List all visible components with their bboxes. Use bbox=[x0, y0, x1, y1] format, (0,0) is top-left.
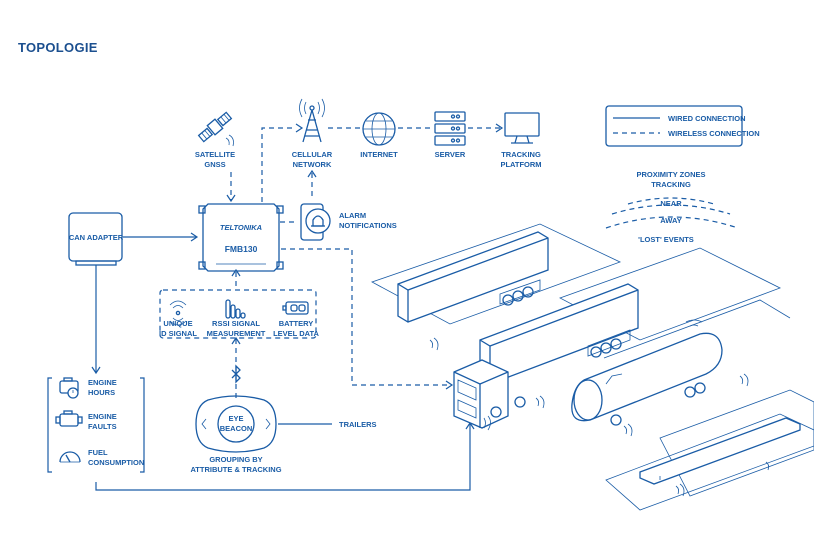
alarm-label-2: NOTIFICATIONS bbox=[339, 221, 397, 230]
engine-faults-icon bbox=[55, 410, 83, 427]
cellular-label-1: CELLULAR bbox=[292, 150, 333, 159]
trailers-label: TRAILERS bbox=[339, 420, 377, 429]
server-label: SERVER bbox=[435, 150, 466, 159]
legend-wireless-label: WIRELESS CONNECTION bbox=[668, 129, 760, 138]
eye-beacon bbox=[195, 395, 277, 453]
engine-faults-label-1: ENGINE bbox=[88, 412, 117, 421]
proximity-near: NEAR bbox=[660, 199, 682, 208]
engine-faults-label-2: FAULTS bbox=[88, 422, 117, 431]
unique-id-label-2: ID SIGNAL bbox=[159, 329, 197, 338]
unique-id-label-1: UNIQUE bbox=[163, 319, 192, 328]
proximity-zones: PROXIMITY ZONES TRACKING NEAR AWAY 'LOST… bbox=[605, 170, 739, 244]
internet-label: INTERNET bbox=[360, 150, 398, 159]
device-model: FMB130 bbox=[225, 244, 258, 254]
platform-label-1: TRACKING bbox=[501, 150, 541, 159]
satellite-label-2: GNSS bbox=[204, 160, 225, 169]
grouping-label-1: GROUPING BY bbox=[209, 455, 262, 464]
fmb130-device bbox=[198, 203, 284, 272]
rssi-label-2: MEASUREMENT bbox=[207, 329, 266, 338]
device-to-truck-link bbox=[281, 248, 450, 386]
proximity-title-2: TRACKING bbox=[651, 180, 691, 189]
proximity-lost: 'LOST' EVENTS bbox=[638, 235, 694, 244]
beacon-label-2: BEACON bbox=[220, 424, 253, 433]
page-title: TOPOLOGIE bbox=[18, 40, 98, 55]
can-to-truck-line bbox=[95, 424, 471, 491]
vehicles-illustration bbox=[371, 223, 814, 511]
proximity-away: AWAY bbox=[660, 216, 681, 225]
ble-data-group bbox=[159, 268, 317, 339]
satellite-label-1: SATELLITE bbox=[195, 150, 235, 159]
signal-icon bbox=[169, 300, 187, 326]
can-adapter-label: CAN ADAPTER bbox=[69, 233, 124, 242]
engine-hours-icon bbox=[59, 377, 79, 399]
alarm-phone-icon bbox=[300, 203, 331, 241]
beacon-label-1: EYE bbox=[228, 414, 243, 423]
satellite-icon bbox=[197, 111, 234, 147]
engine-hours-label-2: HOURS bbox=[88, 388, 115, 397]
fuel-label-1: FUEL bbox=[88, 448, 108, 457]
cell-tower-icon bbox=[299, 98, 325, 143]
battery-label-1: BATTERY bbox=[279, 319, 314, 328]
top-connections bbox=[226, 123, 504, 203]
alarm-label-1: ALARM bbox=[339, 211, 366, 220]
battery-icon bbox=[282, 301, 309, 315]
monitor-icon bbox=[504, 112, 540, 144]
legend-wired-label: WIRED CONNECTION bbox=[668, 114, 746, 123]
cellular-label-2: NETWORK bbox=[293, 160, 332, 169]
bluetooth-icon bbox=[231, 364, 241, 384]
legend: WIRED CONNECTION WIRELESS CONNECTION bbox=[605, 105, 760, 147]
device-brand: TELTONIKA bbox=[220, 223, 262, 232]
grouping-label-2: ATTRIBUTE & TRACKING bbox=[190, 465, 281, 474]
server-icon bbox=[434, 111, 466, 146]
engine-hours-label-1: ENGINE bbox=[88, 378, 117, 387]
proximity-title-1: PROXIMITY ZONES bbox=[636, 170, 705, 179]
platform-label-2: PLATFORM bbox=[500, 160, 541, 169]
rssi-bars-icon bbox=[225, 299, 246, 319]
engine-data-group bbox=[47, 377, 145, 473]
fuel-label-2: CONSUMPTION bbox=[88, 458, 144, 467]
fuel-gauge-icon bbox=[59, 451, 81, 463]
rssi-label-1: RSSI SIGNAL bbox=[212, 319, 260, 328]
battery-label-2: LEVEL DATA bbox=[273, 329, 319, 338]
globe-icon bbox=[362, 112, 396, 146]
